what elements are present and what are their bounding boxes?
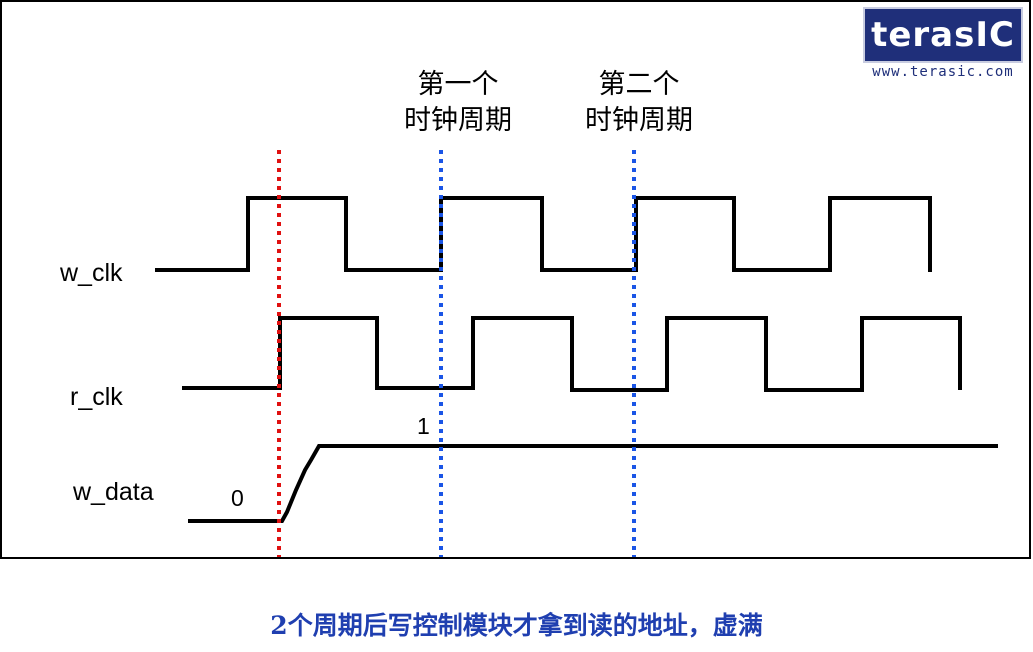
terasic-logo: terasIC www.terasic.com	[863, 7, 1023, 81]
diagram-frame	[0, 0, 1031, 559]
period-1-line1: 第一个	[418, 69, 499, 100]
timing-diagram: 第一个 时钟周期 第二个 时钟周期 w_clk r_clk w_data 0 1	[59, 69, 998, 557]
r-clk-label: r_clk	[70, 383, 123, 411]
w-data-value-1: 1	[417, 413, 430, 439]
w-data-waveform	[188, 444, 998, 523]
logo-url: www.terasic.com	[872, 64, 1014, 80]
period-2-line2: 时钟周期	[585, 105, 693, 136]
logo-box: terasIC	[863, 7, 1023, 63]
caption: 2个周期后写控制模块才拿到读的地址，虚满	[270, 611, 763, 640]
period-2-line1: 第二个	[599, 69, 680, 100]
logo-brand: terasIC	[871, 15, 1015, 55]
r-clk-waveform	[182, 316, 962, 392]
w-clk-label: w_clk	[59, 259, 123, 287]
w-data-label: w_data	[72, 478, 154, 506]
w-data-value-0: 0	[231, 485, 244, 511]
w-clk-waveform	[155, 196, 932, 272]
period-1-line2: 时钟周期	[404, 105, 512, 136]
